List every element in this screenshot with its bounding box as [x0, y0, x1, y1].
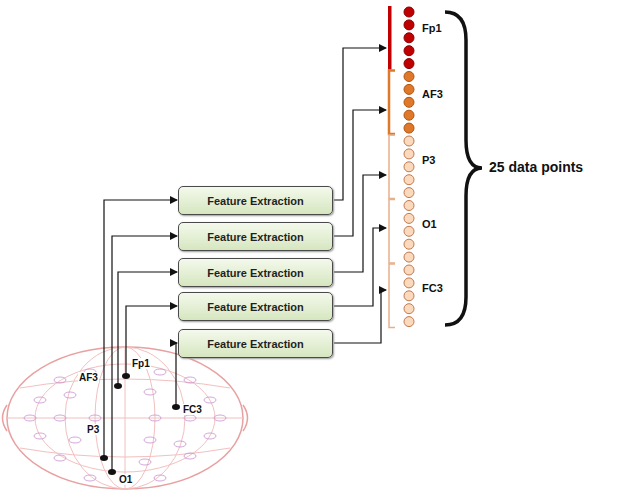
channel-label: AF3: [421, 88, 444, 100]
electrode-site: [204, 397, 216, 403]
data-point: [404, 188, 414, 198]
feature-vector: [388, 6, 414, 328]
electrode-site: [139, 459, 151, 465]
electrode-site: [54, 377, 66, 383]
group-bracket: [389, 71, 395, 135]
electrode-site: [144, 437, 156, 443]
electrode-label: AF3: [78, 372, 99, 383]
group-bracket: [389, 135, 395, 199]
data-point: [404, 20, 414, 30]
data-point: [404, 110, 414, 120]
electrode-site: [34, 397, 46, 403]
data-point: [404, 7, 414, 17]
electrode-site: [184, 453, 196, 459]
data-point: [404, 72, 414, 82]
electrode-site: [64, 392, 76, 398]
head-map: [3, 347, 248, 489]
data-point: [404, 33, 414, 43]
data-point: [404, 226, 414, 236]
data-point: [404, 252, 414, 262]
data-point: [404, 46, 414, 56]
box-label: Feature Extraction: [207, 267, 304, 279]
channel-label: P3: [421, 154, 436, 166]
group-bracket: [389, 264, 395, 328]
curly-brace: [445, 12, 482, 325]
data-point: [404, 162, 414, 172]
electrode-label: P3: [86, 424, 100, 435]
brace-label: 25 data points: [488, 160, 584, 175]
data-point: [404, 84, 414, 94]
electrode-site: [24, 415, 36, 421]
data-point: [404, 59, 414, 69]
electrode-site: [54, 455, 66, 461]
group-bracket: [389, 200, 395, 264]
electrode-site: [89, 415, 101, 421]
channel-label: FC3: [421, 282, 444, 294]
process-box: Feature Extraction: [178, 186, 333, 215]
electrode-site: [184, 377, 196, 383]
data-point: [404, 123, 414, 133]
channel-label: Fp1: [421, 22, 443, 34]
data-point: [404, 278, 414, 288]
electrode-site: [214, 415, 226, 421]
electrode-site: [204, 433, 216, 439]
data-point: [404, 304, 414, 314]
electrode-site: [154, 369, 166, 375]
group-bar: [388, 6, 392, 70]
process-box: Feature Extraction: [178, 329, 333, 358]
electrode-dots: [100, 373, 180, 475]
electrode-site: [69, 437, 81, 443]
electrode-site: [144, 389, 156, 395]
output-wires: [334, 48, 386, 343]
data-point: [404, 149, 414, 159]
data-point: [404, 265, 414, 275]
electrode-site: [84, 475, 96, 481]
input-wires: [104, 200, 177, 472]
electrode-site: [154, 475, 166, 481]
electrode-site: [149, 415, 161, 421]
electrode-site: [174, 441, 186, 447]
electrode-label: Fp1: [131, 358, 151, 369]
data-point: [404, 201, 414, 211]
electrode-label: O1: [118, 474, 133, 485]
data-point: [404, 97, 414, 107]
box-label: Feature Extraction: [207, 338, 304, 350]
data-point: [404, 317, 414, 327]
box-label: Feature Extraction: [207, 195, 304, 207]
data-point: [404, 175, 414, 185]
process-box: Feature Extraction: [178, 292, 333, 321]
electrode-site: [54, 415, 66, 421]
data-point: [404, 136, 414, 146]
process-box: Feature Extraction: [178, 258, 333, 287]
electrode-site: [184, 415, 196, 421]
electrode-label: FC3: [182, 404, 203, 415]
data-point: [404, 239, 414, 249]
process-box: Feature Extraction: [178, 222, 333, 251]
data-point: [404, 213, 414, 223]
data-point: [404, 291, 414, 301]
channel-label: O1: [421, 218, 438, 230]
box-label: Feature Extraction: [207, 301, 304, 313]
electrode-site: [34, 433, 46, 439]
box-label: Feature Extraction: [207, 231, 304, 243]
